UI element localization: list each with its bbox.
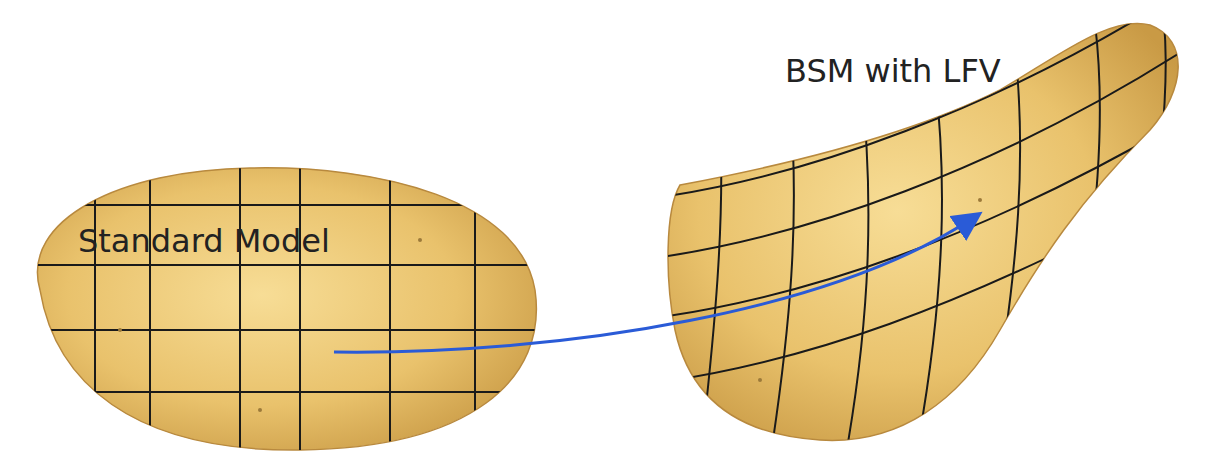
bsm-potato [640, 0, 1200, 458]
transform-arrow [334, 215, 978, 352]
potato-label-box: BSM with LFV [785, 52, 1009, 215]
potato-label-box: Standard Model [78, 222, 338, 352]
potato-label: BSM with LFV [785, 52, 1009, 90]
standard-potato [0, 150, 560, 458]
potato-label: Standard Model [78, 222, 338, 260]
